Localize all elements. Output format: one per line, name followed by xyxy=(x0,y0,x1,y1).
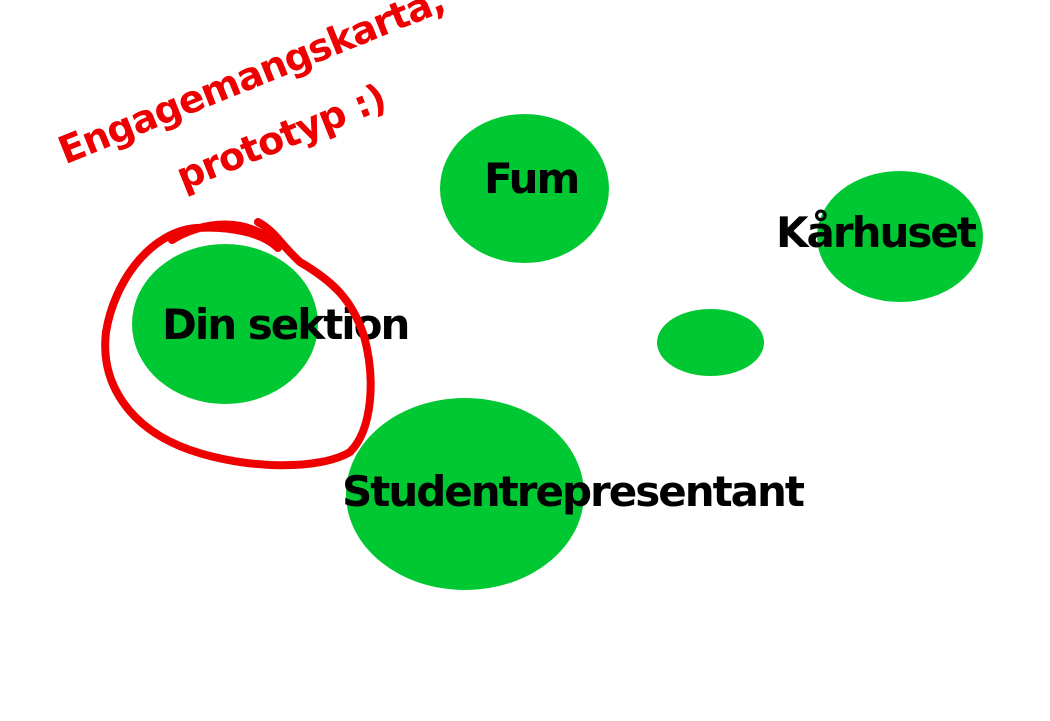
node-fum-bubble[interactable] xyxy=(440,114,609,263)
node-karhuset-label: Kårhuset xyxy=(776,208,977,257)
node-fum-label: Fum xyxy=(484,154,580,203)
node-studentrepresentant-label: Studentrepresentant xyxy=(342,467,805,516)
node-studentrepresentant-bubble[interactable] xyxy=(346,398,584,590)
node-karhuset-bubble[interactable] xyxy=(817,171,983,302)
node-unnamed-bubble[interactable] xyxy=(657,309,764,376)
node-din-sektion-label: Din sektion xyxy=(162,300,410,349)
